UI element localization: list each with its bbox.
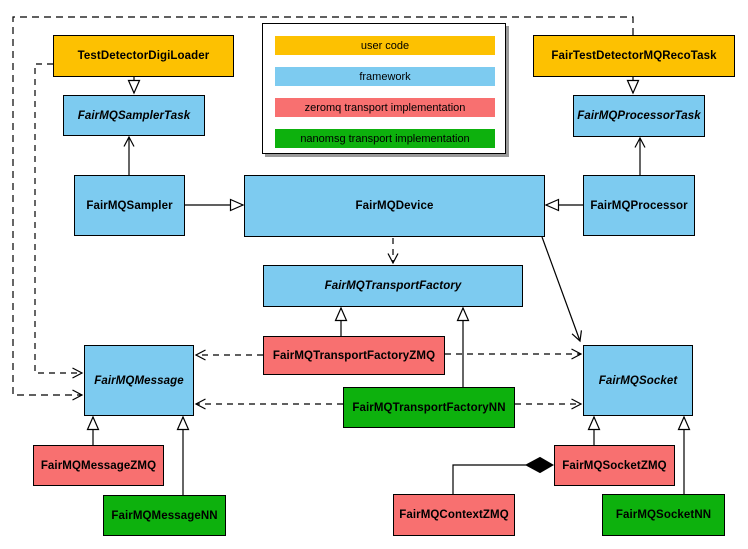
node-fairmqtransportfactory: FairMQTransportFactory — [263, 265, 523, 307]
node-fairmqsampler: FairMQSampler — [74, 175, 185, 236]
node-fairmqcontextzmq: FairMQContextZMQ — [393, 494, 515, 536]
node-fairmqtransportfactorynn: FairMQTransportFactoryNN — [343, 387, 515, 428]
node-fairmqmessagezmq: FairMQMessageZMQ — [33, 445, 164, 486]
node-fairmqtransportfactoryzmq: FairMQTransportFactoryZMQ — [263, 336, 445, 375]
legend: user code framework zeromq transport imp… — [262, 23, 506, 154]
legend-item-zeromq: zeromq transport implementation — [275, 98, 495, 117]
edge-assoc-device-socket — [541, 236, 583, 343]
legend-item-framework: framework — [275, 67, 495, 86]
node-fairtestdetectormqrecotask: FairTestDetectorMQRecoTask — [533, 35, 735, 77]
node-fairmqmessagenn: FairMQMessageNN — [103, 495, 226, 536]
node-fairmqmessage: FairMQMessage — [84, 345, 194, 416]
node-fairmqsamplertask: FairMQSamplerTask — [63, 95, 205, 136]
legend-item-user-code: user code — [275, 36, 495, 55]
legend-item-nanomsg: nanomsg transport implementation — [275, 129, 495, 148]
composition-diamond — [524, 456, 555, 474]
edge-dep-recotask-message — [12, 16, 634, 401]
node-fairmqsocket: FairMQSocket — [583, 345, 693, 416]
node-fairmqsocketzmq: FairMQSocketZMQ — [554, 445, 675, 486]
node-testdetectordigiloader: TestDetectorDigiLoader — [53, 35, 234, 77]
node-fairmqprocessortask: FairMQProcessorTask — [573, 95, 705, 137]
node-fairmqprocessor: FairMQProcessor — [583, 175, 695, 236]
node-fairmqsocketnn: FairMQSocketNN — [602, 494, 725, 536]
edge-comp-contextzmq-socketzmq — [452, 464, 526, 494]
node-fairmqdevice: FairMQDevice — [244, 175, 545, 237]
